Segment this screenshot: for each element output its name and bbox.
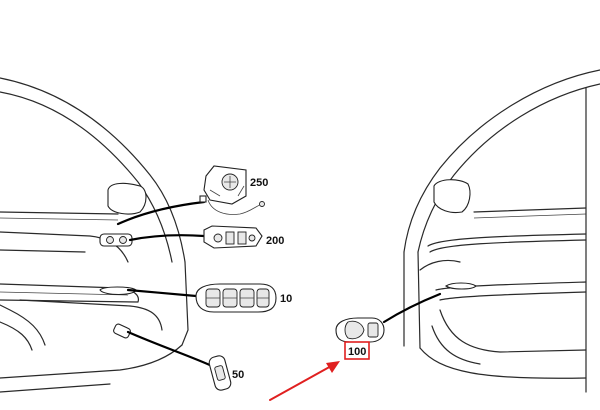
callout-10: 10 bbox=[280, 293, 292, 305]
leader-lines-left bbox=[116, 200, 214, 368]
left-door-outline bbox=[0, 77, 189, 393]
callout-50: 50 bbox=[232, 369, 244, 381]
callout-200: 200 bbox=[266, 235, 284, 247]
leader-line-right bbox=[382, 292, 442, 324]
highlight-box bbox=[344, 341, 370, 360]
right-door-outline bbox=[403, 69, 600, 393]
part-10-window-switch-panel bbox=[195, 283, 277, 313]
callout-250: 250 bbox=[250, 177, 268, 189]
part-250-mirror-switch bbox=[199, 165, 265, 215]
part-50-single-switch bbox=[208, 355, 232, 391]
red-arrow-icon bbox=[269, 361, 340, 401]
part-200-lock-switch bbox=[203, 225, 263, 249]
part-100-passenger-switch bbox=[335, 317, 385, 343]
callout-100: 100 bbox=[348, 346, 366, 358]
